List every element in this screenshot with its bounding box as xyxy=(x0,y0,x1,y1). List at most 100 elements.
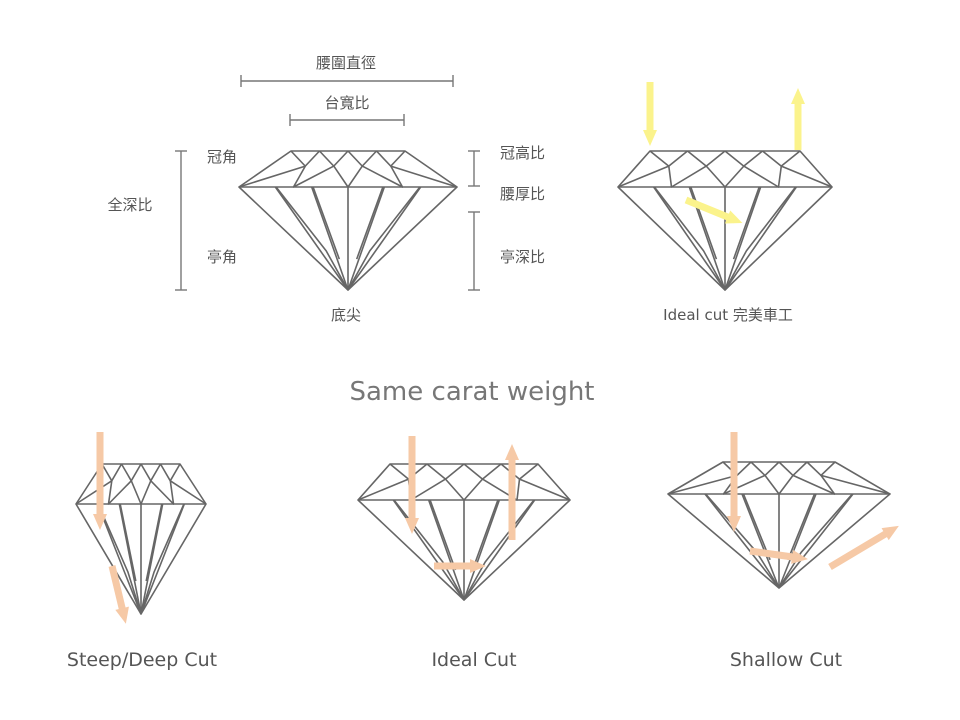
pavilion-lower-girdle-facet xyxy=(724,186,797,291)
deep-cut-leaking-arrow xyxy=(108,565,129,624)
pavilion-lower-girdle-facet xyxy=(97,503,142,615)
crown-facet-zigzag xyxy=(357,478,571,501)
pavilion-main-facet xyxy=(463,499,536,601)
deep-cut-light-arrows xyxy=(93,432,129,624)
crown-facet-line xyxy=(101,463,113,482)
pavilion-main-facet xyxy=(427,499,465,601)
crown-facet-line xyxy=(792,461,808,477)
label-crown-height: 冠高比 xyxy=(500,144,545,162)
crown-facet-line xyxy=(130,463,142,482)
crown-facet-line xyxy=(764,461,780,477)
pavilion-lower-girdle-facet xyxy=(732,186,760,260)
crown-facet-line xyxy=(318,150,335,167)
pavilion-main-facet xyxy=(778,493,817,589)
pavilion-lower-girdle-facet xyxy=(787,493,816,561)
crown-facet-line xyxy=(361,150,378,167)
crown-facet-line xyxy=(705,150,726,167)
label-total-depth: 全深比 xyxy=(107,196,152,214)
pavilion-lower-girdle-facet xyxy=(653,186,726,291)
shallow-cut-light-arrows xyxy=(727,432,899,571)
dimension-lines xyxy=(175,75,480,291)
ideal-cut-caption: Ideal Cut xyxy=(431,649,516,671)
crown-facet-line xyxy=(290,150,306,167)
ideal-cut-light-arrows xyxy=(643,82,805,224)
crown-facet-line xyxy=(806,461,822,477)
diamond-outline xyxy=(238,150,458,291)
section-title: Same carat weight xyxy=(350,377,595,407)
label-girdle-thickness: 腰厚比 xyxy=(500,185,545,203)
crown-facet-line xyxy=(159,463,171,482)
crown-facet-line xyxy=(444,463,465,480)
pavilion-lower-girdle-facet xyxy=(140,503,185,615)
diamond-outline xyxy=(667,461,891,589)
crown-facet-line xyxy=(780,150,801,167)
pavilion-main-facet xyxy=(392,499,465,601)
pavilion-main-facet xyxy=(724,186,797,291)
pavilion-lower-girdle-facet xyxy=(690,186,718,260)
label-table-ratio: 台寬比 xyxy=(324,94,369,112)
pavilion-main-facet xyxy=(274,186,349,291)
pavilion-main-facet xyxy=(118,503,142,615)
crown-facet-line xyxy=(736,461,752,477)
crown-facet-line xyxy=(347,150,363,167)
crown-facet-line xyxy=(426,463,447,480)
pavilion-lower-girdle-facet xyxy=(429,499,457,571)
label-culet: 底尖 xyxy=(331,306,361,324)
pavilion-lower-girdle-facet xyxy=(355,186,384,260)
diamond-outline xyxy=(75,463,207,615)
crown-facet-line xyxy=(820,461,836,477)
crown-facet-line xyxy=(150,463,162,482)
crown-facet-line xyxy=(389,463,410,480)
shallow-cut-diamond xyxy=(667,461,891,589)
pavilion-main-facet xyxy=(778,493,854,589)
pavilion-lower-girdle-facet xyxy=(119,503,137,582)
pavilion-lower-girdle-facet xyxy=(312,186,341,260)
label-pavilion-depth: 亭深比 xyxy=(500,248,545,266)
pavilion-lower-girdle-facet xyxy=(471,499,499,571)
pavilion-main-facet xyxy=(741,493,780,589)
pavilion-main-facet xyxy=(140,503,164,615)
crown-facet-line xyxy=(120,463,132,482)
crown-facet-line xyxy=(743,150,764,167)
crown-facet-line xyxy=(140,463,152,482)
label-girdle-diameter: 腰圍直徑 xyxy=(316,54,376,72)
pavilion-lower-girdle-facet xyxy=(742,493,771,561)
shallow-cut-leaking-arrow xyxy=(828,525,899,571)
pavilion-main-facet xyxy=(724,186,762,291)
crown-facet-line xyxy=(481,463,502,480)
pavilion-main-facet xyxy=(704,493,780,589)
deep-cut-caption: Steep/Deep Cut xyxy=(67,649,217,671)
crown-facet-line xyxy=(169,463,181,482)
deep-cut-diamond xyxy=(75,463,207,615)
crown-facet-zigzag xyxy=(667,474,891,495)
internal-reflection-arrow xyxy=(684,196,743,224)
ideal-cut-caption-top: Ideal cut 完美車工 xyxy=(663,306,793,324)
anatomy-diamond xyxy=(238,150,458,291)
crown-facet-zigzag xyxy=(75,479,207,505)
crown-facet-line xyxy=(649,150,670,167)
crown-facet-line xyxy=(724,150,745,167)
pavilion-lower-girdle-facet xyxy=(275,186,349,291)
pavilion-main-facet xyxy=(310,186,349,291)
pavilion-main-facet xyxy=(347,186,386,291)
label-crown-angle: 冠角 xyxy=(207,148,237,166)
shallow-cut-caption: Shallow Cut xyxy=(730,649,842,671)
crown-facet-line xyxy=(668,150,689,167)
ideal-cut-diamond-bottom xyxy=(357,463,571,601)
crown-facet-line xyxy=(463,463,484,480)
ideal-cut-diamond-top xyxy=(617,150,833,291)
pavilion-main-facet xyxy=(463,499,501,601)
pavilion-lower-girdle-facet xyxy=(145,503,163,582)
crown-facet-line xyxy=(750,461,766,477)
pavilion-main-facet xyxy=(140,503,186,615)
shallow-cut-reflection-arrow xyxy=(749,547,808,564)
crown-facet-zigzag xyxy=(617,165,833,188)
pavilion-main-facet xyxy=(653,186,726,291)
pavilion-lower-girdle-facet xyxy=(347,186,421,291)
label-pavilion-angle: 亭角 xyxy=(207,248,237,266)
crown-facet-line xyxy=(333,150,349,167)
crown-facet-line xyxy=(518,463,539,480)
crown-facet-line xyxy=(686,150,707,167)
crown-facet-line xyxy=(761,150,782,167)
